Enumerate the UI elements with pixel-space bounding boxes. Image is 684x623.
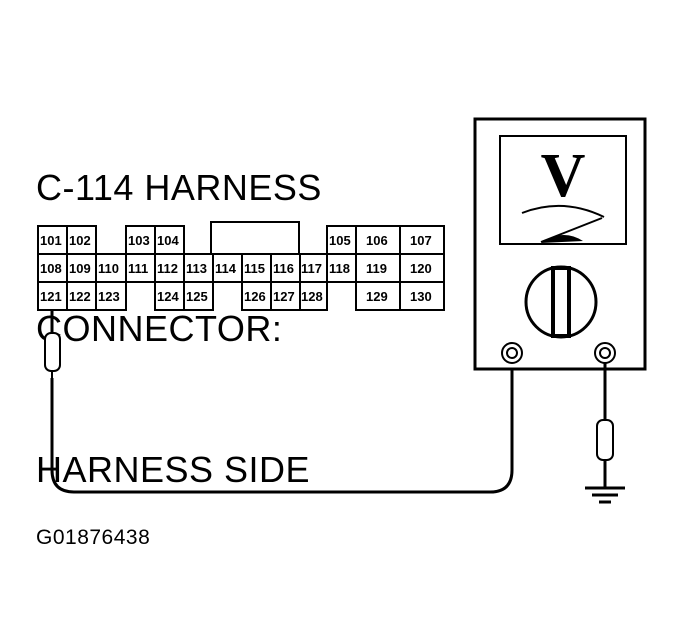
- meter-pivot: [541, 234, 583, 243]
- pin-label-124: 124: [157, 289, 179, 304]
- diagram-title: C-114 HARNESS CONNECTOR: HARNESS SIDE: [36, 70, 322, 540]
- pin-label-123: 123: [98, 289, 120, 304]
- pin-label-119: 119: [366, 261, 387, 276]
- pin-label-101: 101: [40, 233, 62, 248]
- pin-label-127: 127: [273, 289, 295, 304]
- title-line-3: HARNESS SIDE: [36, 449, 311, 490]
- pin-label-110: 110: [98, 261, 119, 276]
- pin-label-126: 126: [244, 289, 266, 304]
- connector-latch: [210, 221, 300, 255]
- voltmeter-symbol: V: [541, 142, 586, 210]
- pin-label-120: 120: [410, 261, 432, 276]
- probe-right: [596, 363, 614, 488]
- title-line-2: CONNECTOR:: [36, 308, 283, 349]
- pin-130: [399, 281, 445, 311]
- pin-labels: 101 102 103 104 105 106 107 108 109 110 …: [40, 233, 432, 304]
- title-line-1: C-114 HARNESS: [36, 167, 322, 208]
- pin-label-106: 106: [366, 233, 388, 248]
- pin-label-107: 107: [410, 233, 432, 248]
- voltmeter-display: [499, 135, 627, 245]
- pin-label-121: 121: [40, 289, 62, 304]
- pin-label-122: 122: [69, 289, 91, 304]
- test-lead-wire: [50, 360, 514, 494]
- pin-label-109: 109: [69, 261, 91, 276]
- pin-label-115: 115: [244, 261, 265, 276]
- pin-label-112: 112: [157, 261, 178, 276]
- pin-label-111: 111: [128, 261, 148, 276]
- pin-label-130: 130: [410, 289, 432, 304]
- pin-label-102: 102: [69, 233, 91, 248]
- pin-label-113: 113: [186, 261, 207, 276]
- pin-label-128: 128: [301, 289, 323, 304]
- pin-label-117: 117: [301, 261, 322, 276]
- pin-label-125: 125: [186, 289, 208, 304]
- pin-125: [183, 281, 214, 311]
- pin-label-114: 114: [215, 261, 237, 276]
- pin-128: [299, 281, 328, 311]
- pin-label-104: 104: [157, 233, 179, 248]
- pin-label-105: 105: [329, 233, 351, 248]
- pin-label-129: 129: [366, 289, 388, 304]
- ground-icon: [585, 486, 625, 504]
- pin-label-116: 116: [273, 261, 294, 276]
- pin-123: [95, 281, 127, 311]
- meter-scale-arc: [521, 204, 605, 218]
- pin-label-103: 103: [128, 233, 150, 248]
- voltmeter: V: [473, 117, 647, 371]
- figure-id: G01876438: [36, 526, 151, 549]
- pin-label-118: 118: [329, 261, 350, 276]
- probe-left: [44, 310, 61, 378]
- pin-label-108: 108: [40, 261, 62, 276]
- connector: [37, 221, 445, 311]
